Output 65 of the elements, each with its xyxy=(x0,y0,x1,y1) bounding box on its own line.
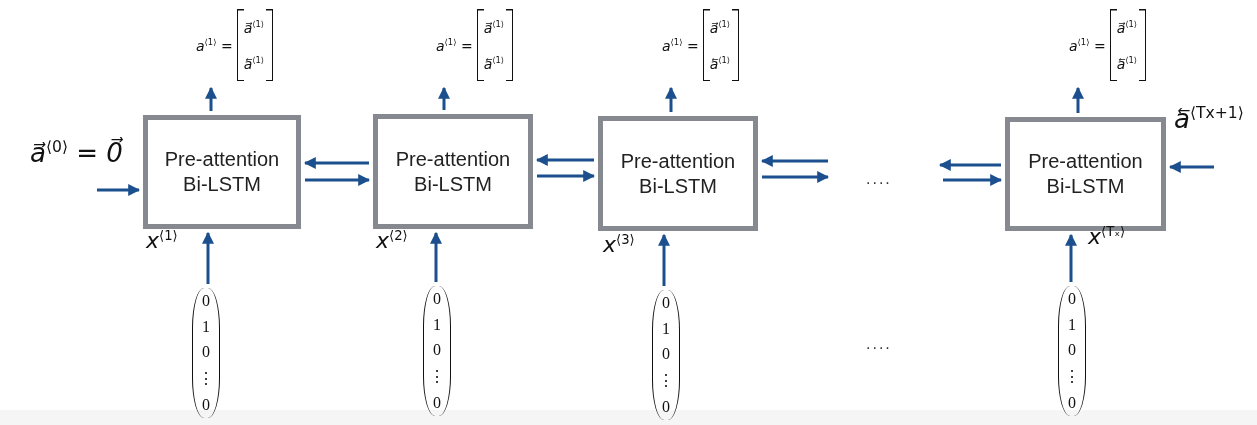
ellipsis-text: .... xyxy=(866,170,892,188)
vector-entry: 0 xyxy=(1068,341,1076,360)
arrow xyxy=(762,171,830,183)
edge-label: x$^{⟨3⟩}$ xyxy=(603,232,635,258)
vector-entry: 0 xyxy=(662,398,670,417)
vector-entry: 1 xyxy=(662,319,670,338)
vector-entry: 1 xyxy=(202,317,210,336)
arrow xyxy=(438,86,450,110)
formula-text: a$^{⟨1⟩}$ = xyxy=(196,36,233,54)
vector-entry: 0 xyxy=(1068,394,1076,413)
arrow xyxy=(430,231,442,282)
box-label: Pre-attention Bi-LSTM xyxy=(163,147,281,197)
vector-entry: 0 xyxy=(433,289,441,308)
vector-entry: 0 xyxy=(202,291,210,310)
vector-entry: a⃗$^{⟨1⟩}$ xyxy=(483,18,505,36)
box-label: Pre-attention Bi-LSTM xyxy=(394,146,512,197)
vector-entry: a⃖$^{⟨1⟩}$ xyxy=(243,54,265,72)
edge-label: a⃖$^{⟨Tx+1⟩}$ xyxy=(1174,104,1244,134)
vector-entry: 0 xyxy=(202,343,210,362)
ellipsis-text: .... xyxy=(866,335,892,353)
vector-entry: 1 xyxy=(1068,315,1076,334)
process-box xyxy=(598,116,758,231)
edge-label: x$^{⟨Tₓ⟩}$ xyxy=(1088,224,1126,250)
vector-entry: a⃗$^{⟨1⟩}$ xyxy=(709,18,731,36)
arrow xyxy=(1168,161,1214,173)
arrow xyxy=(205,86,217,111)
arrow xyxy=(938,159,1001,171)
vector-entry: a⃖$^{⟨1⟩}$ xyxy=(483,54,505,72)
vector-entry: ⋮ xyxy=(429,367,445,387)
vector-entry: ⋮ xyxy=(198,369,214,389)
vector-entry: a⃗$^{⟨1⟩}$ xyxy=(1116,18,1138,36)
process-box xyxy=(143,115,301,229)
arrow xyxy=(537,170,596,182)
edge-label: x$^{⟨2⟩}$ xyxy=(376,228,408,254)
formula-text: a$^{⟨1⟩}$ = xyxy=(436,36,473,54)
vector-entry: a⃗$^{⟨1⟩}$ xyxy=(243,18,265,36)
arrow xyxy=(303,157,369,169)
vector-entry: 0 xyxy=(202,396,210,415)
arrow xyxy=(658,233,670,286)
arrow xyxy=(202,231,214,284)
arrow xyxy=(665,86,677,112)
edge-label: x$^{⟨1⟩}$ xyxy=(146,228,178,254)
edge-label: a⃗$^{⟨0⟩}$ = 0⃗ xyxy=(30,138,123,168)
vector-entry: 0 xyxy=(1068,289,1076,308)
arrow xyxy=(1065,233,1077,282)
vector-entry: 0 xyxy=(433,341,441,360)
vector-entry: 1 xyxy=(433,315,441,334)
arrow xyxy=(760,155,828,167)
vector-entry: a⃖$^{⟨1⟩}$ xyxy=(709,54,731,72)
box-label: Pre-attention Bi-LSTM xyxy=(619,148,737,199)
vector-entry: a⃖$^{⟨1⟩}$ xyxy=(1116,54,1138,72)
arrow xyxy=(1072,86,1084,113)
arrow xyxy=(943,174,1003,186)
vector-entry: 0 xyxy=(662,345,670,364)
vector-entry: 0 xyxy=(662,293,670,312)
vector-entry: 0 xyxy=(433,394,441,413)
formula-text: a$^{⟨1⟩}$ = xyxy=(662,36,699,54)
arrow xyxy=(535,154,594,166)
process-box xyxy=(373,114,533,229)
arrow xyxy=(97,184,141,196)
arrow xyxy=(305,174,371,186)
box-label: Pre-attention Bi-LSTM xyxy=(1027,149,1144,199)
vector-entry: ⋮ xyxy=(1064,367,1080,387)
vector-entry: ⋮ xyxy=(658,371,674,391)
formula-text: a$^{⟨1⟩}$ = xyxy=(1069,36,1106,54)
